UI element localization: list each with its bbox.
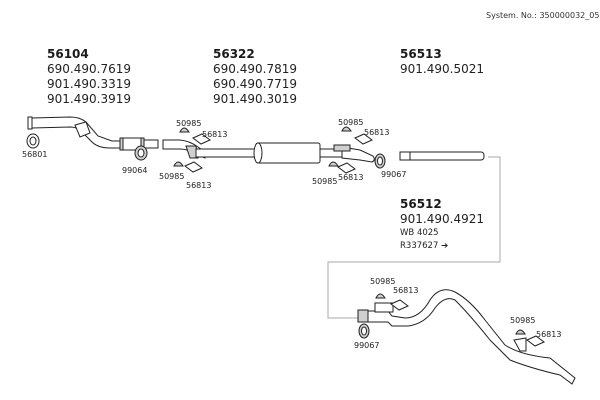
- reference-number: R337627: [400, 241, 439, 251]
- group-id: 56513: [400, 47, 442, 61]
- part-label: 50985: [510, 316, 536, 325]
- part-number: 901.490.4921: [400, 212, 484, 226]
- mounting-bracket: [184, 133, 545, 347]
- clamp-99067-rear: [358, 323, 370, 339]
- group-id: 56104: [47, 47, 89, 61]
- part-number: 901.490.3019: [213, 92, 297, 106]
- part-label: 50985: [370, 277, 396, 286]
- part-label: 99067: [354, 341, 380, 350]
- part-number: 901.490.3919: [47, 92, 131, 106]
- part-label: 50985: [176, 119, 202, 128]
- part-label: 56813: [536, 330, 562, 339]
- part-label: 56813: [338, 173, 364, 182]
- middle-muffler: [185, 142, 375, 164]
- part-label: 56813: [202, 130, 228, 139]
- part-group-56322: 56322 690.490.7819 690.490.7719 901.490.…: [213, 47, 297, 107]
- group-id: 56512: [400, 197, 442, 211]
- front-pipe: [27, 116, 206, 159]
- part-group-56512: 56512 901.490.4921 WB 4025 R337627 ➔: [400, 197, 484, 253]
- part-group-56513: 56513 901.490.5021: [400, 47, 484, 77]
- connector-line: [327, 156, 501, 319]
- part-label: 50985: [338, 118, 364, 127]
- part-label: 56801: [22, 150, 48, 159]
- part-label: 50985: [312, 177, 338, 186]
- rubber-mount: [173, 126, 526, 335]
- part-number: 901.490.5021: [400, 62, 484, 76]
- group-note: WB 4025: [400, 228, 439, 238]
- tail-pipe-56513: [399, 151, 485, 161]
- part-label: 56813: [364, 128, 390, 137]
- part-label: 50985: [159, 172, 185, 181]
- arrow-right-icon: ➔: [441, 241, 449, 251]
- part-label: 56813: [186, 181, 212, 190]
- clamp-56801: [26, 133, 40, 149]
- part-number: 690.490.7719: [213, 77, 297, 91]
- group-id: 56322: [213, 47, 255, 61]
- clamp-99067: [374, 153, 386, 169]
- system-number: System. No.: 350000032_05: [486, 11, 600, 20]
- part-label: 56813: [393, 286, 419, 295]
- part-label: 99064: [122, 166, 148, 175]
- rear-pipe-56512: [357, 289, 576, 385]
- clamp-99064: [134, 145, 148, 161]
- group-reference: R337627 ➔: [400, 240, 484, 253]
- part-label: 99067: [381, 170, 407, 179]
- part-number: 901.490.3319: [47, 77, 131, 91]
- part-number: 690.490.7619: [47, 62, 131, 76]
- part-group-56104: 56104 690.490.7619 901.490.3319 901.490.…: [47, 47, 131, 107]
- part-number: 690.490.7819: [213, 62, 297, 76]
